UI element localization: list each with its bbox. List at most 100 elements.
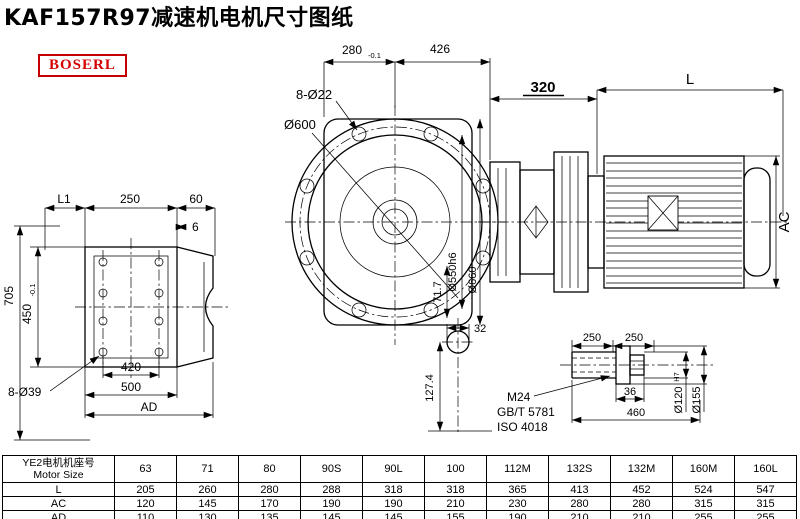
dim-AD-label: AD: [141, 400, 158, 414]
cell: 230: [486, 496, 549, 511]
cell: 315: [672, 496, 735, 511]
cell: 210: [424, 496, 487, 511]
dim-460-label: 460: [627, 407, 645, 419]
bore-diameter-label: Ø120: [673, 387, 685, 414]
cell: 280: [548, 496, 611, 511]
cell: 205: [114, 482, 177, 497]
dim-250-label: 250: [120, 192, 140, 206]
row-label: AC: [2, 496, 115, 511]
cell: 260: [176, 482, 239, 497]
col-header: 132S: [548, 455, 611, 483]
dim-705-label: 705: [2, 286, 16, 306]
cell: 288: [300, 482, 363, 497]
dim-250a-label: 250: [583, 332, 601, 344]
page-title: KAF157R97减速机电机尺寸图纸: [4, 6, 354, 31]
cell: 255: [734, 510, 797, 519]
end-bolt: [629, 354, 645, 376]
cell: 365: [486, 482, 549, 497]
cell: 145: [300, 510, 363, 519]
section-diagonal: [311, 132, 459, 299]
fan-cover: [743, 167, 771, 277]
cell: 210: [548, 510, 611, 519]
cell: 190: [300, 496, 363, 511]
header-line-cn: YE2电机机座号: [22, 457, 95, 469]
shaft-detail: 250 250 36 460 Ø120 H7 Ø155: [560, 332, 715, 424]
cell: 170: [238, 496, 301, 511]
dim-AC-label: AC: [776, 211, 793, 232]
motor-view: [478, 151, 790, 293]
col-header: 80: [238, 455, 301, 483]
dim-36-label: 36: [624, 386, 636, 398]
cell: 190: [362, 496, 425, 511]
col-header: 63: [114, 455, 177, 483]
washer-diameter-label: Ø155: [691, 387, 703, 414]
mounting-holes-label: 8-Ø39: [8, 385, 42, 399]
standard-gbt-label: GB/T 5781: [497, 405, 555, 419]
cell: 413: [548, 482, 611, 497]
dim-L-label: L: [686, 71, 694, 88]
left-view: [75, 238, 230, 378]
thread-label: M24: [507, 390, 531, 404]
dim-426-label: 426: [430, 42, 450, 56]
front-view-dimensions: 280 -0.1 426 8-Ø22 Ø600 Ø550h6 Ø660 71.7: [284, 42, 491, 325]
dim-71-7-label: 71.7: [432, 281, 444, 302]
cell: 280: [238, 482, 301, 497]
cell: 110: [114, 510, 177, 519]
dim-280-tolerance: -0.1: [368, 51, 381, 60]
cell: 318: [424, 482, 487, 497]
col-header: 132M: [610, 455, 673, 483]
dim-320-label: 320: [530, 79, 555, 96]
header-line-en: Motor Size: [33, 469, 84, 481]
dim-127-4-label: 127.4: [424, 374, 436, 402]
col-header: 90S: [300, 455, 363, 483]
cell: 318: [362, 482, 425, 497]
motor-view-dimensions: 320 L AC: [490, 71, 793, 289]
cell: 210: [610, 510, 673, 519]
dim-32-label: 32: [474, 323, 486, 335]
col-header: 160M: [672, 455, 735, 483]
col-header: 71: [176, 455, 239, 483]
front-view: [285, 105, 505, 345]
cell: 145: [362, 510, 425, 519]
col-header: 90L: [362, 455, 425, 483]
dim-500-label: 500: [121, 380, 141, 394]
col-header: 112M: [486, 455, 549, 483]
standard-iso-label: ISO 4018: [497, 420, 548, 434]
cell: 315: [734, 496, 797, 511]
cell: 120: [114, 496, 177, 511]
motor-size-table: YE2电机机座号 Motor Size 63 71 80 90S 90L 100…: [2, 455, 797, 519]
table-header-row: YE2电机机座号 Motor Size 63 71 80 90S 90L 100…: [2, 455, 797, 483]
table-row-AC: AC 120 145 170 190 190 210 230 280 280 3…: [2, 496, 797, 511]
table-row-AD: AD 110 130 135 145 145 155 190 210 210 2…: [2, 510, 797, 519]
dim-450-label: 450: [20, 304, 34, 324]
col-header: 160L: [734, 455, 797, 483]
bolt-circle-label: Ø600: [284, 117, 316, 132]
cell: 280: [610, 496, 673, 511]
cell: 524: [672, 482, 735, 497]
cell: 135: [238, 510, 301, 519]
dim-60-label: 60: [189, 192, 203, 206]
dim-280-label: 280: [342, 43, 362, 57]
cell: 190: [486, 510, 549, 519]
outer-diameter-label: Ø660: [467, 267, 479, 294]
cell: 255: [672, 510, 735, 519]
cell: 452: [610, 482, 673, 497]
spigot-diameter-label: Ø550h6: [447, 252, 459, 291]
technical-drawing: 280 -0.1 426 8-Ø22 Ø600 Ø550h6 Ø660 71.7: [2, 42, 793, 441]
cell: 155: [424, 510, 487, 519]
row-label: AD: [2, 510, 115, 519]
housing-profile: [176, 246, 214, 368]
cell: 145: [176, 496, 239, 511]
bore-tolerance-label: H7: [672, 372, 681, 382]
row-label: L: [2, 482, 115, 497]
cell: 547: [734, 482, 797, 497]
dim-250b-label: 250: [625, 332, 643, 344]
dim-6-label: 6: [192, 220, 199, 234]
dim-L1-label: L1: [57, 192, 71, 206]
mounting-flange: [84, 246, 178, 368]
flange-holes-label: 8-Ø22: [296, 87, 332, 102]
table-row-L: L 205 260 280 288 318 318 365 413 452 52…: [2, 482, 797, 497]
cell: 130: [176, 510, 239, 519]
col-header: 100: [424, 455, 487, 483]
